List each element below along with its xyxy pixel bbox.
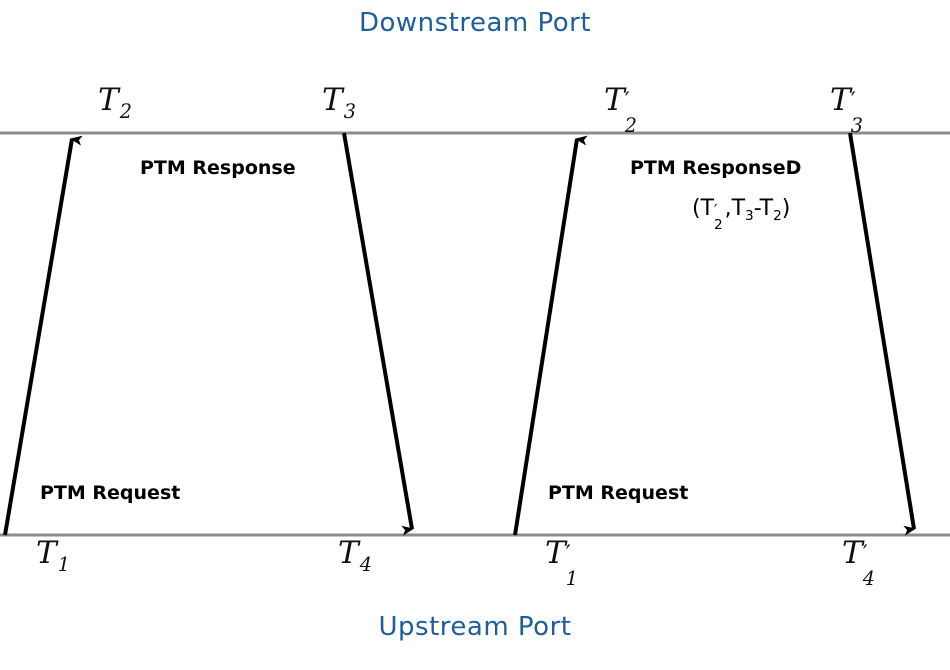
timestamp-t1-subscript: 1 xyxy=(57,553,70,577)
formula-comma: , xyxy=(724,196,732,221)
formula-t2prime-mark: ′ xyxy=(714,200,718,219)
formula-t2prime-subscript: 2 xyxy=(714,216,723,233)
ptm-responsed-formula: (T′2,T3-T2) xyxy=(692,196,791,232)
timestamp-t2-prime-subscript: 2 xyxy=(624,113,637,137)
ptm-request-arrow-2 xyxy=(513,135,588,536)
timestamp-t4-subscript: 4 xyxy=(359,553,372,577)
timestamp-t1-prime-subscript: 1 xyxy=(565,566,578,590)
timestamp-t4-prime-mark: ′ xyxy=(862,541,868,568)
timestamp-t3-subscript: 3 xyxy=(343,100,356,124)
ptm-responsed-arrow-2 xyxy=(848,132,916,536)
formula-close-paren: ) xyxy=(781,196,791,221)
timestamp-t3-prime: T′3 xyxy=(830,82,867,135)
formula-open-paren: ( xyxy=(692,196,701,221)
formula-t3-base: T xyxy=(731,196,746,221)
ptm-responsed-label-2: PTM ResponseD xyxy=(630,157,802,179)
timestamp-t4-prime-subscript: 4 xyxy=(862,566,875,590)
timestamp-t1-prime: T′1 xyxy=(545,535,582,588)
timestamp-t4: T4 xyxy=(338,535,372,577)
timestamp-t3-base: T xyxy=(322,82,343,118)
timestamp-t1-prime-base: T xyxy=(545,535,566,571)
timestamp-t3: T3 xyxy=(322,82,356,124)
formula-minus: - xyxy=(753,196,760,221)
ptm-response-arrow-1 xyxy=(342,132,414,536)
timestamp-t2-subscript: 2 xyxy=(119,100,132,124)
timestamp-t2-prime: T′2 xyxy=(604,82,641,135)
timestamp-t3-prime-mark: ′ xyxy=(850,88,856,115)
timestamp-t2-prime-base: T xyxy=(604,82,625,118)
formula-t2-subscript: 2 xyxy=(773,208,782,225)
timestamp-t4-prime: T′4 xyxy=(842,535,879,588)
downstream-port-title: Downstream Port xyxy=(358,8,592,38)
ptm-request-arrow-1 xyxy=(3,135,83,536)
ptm-request-label-1: PTM Request xyxy=(40,482,181,504)
timestamp-t2: T2 xyxy=(98,82,132,124)
timestamp-t1-base: T xyxy=(36,535,57,571)
timestamp-t1-prime-mark: ′ xyxy=(565,541,571,568)
timestamp-t1: T1 xyxy=(36,535,70,577)
upstream-port-title: Upstream Port xyxy=(378,612,572,642)
formula-t2-base: T xyxy=(759,196,774,221)
ptm-request-label-2: PTM Request xyxy=(548,482,689,504)
timestamp-t4-base: T xyxy=(338,535,359,571)
timestamp-t2-base: T xyxy=(98,82,119,118)
timestamp-t3-prime-subscript: 3 xyxy=(850,113,863,137)
ptm-response-label-1: PTM Response xyxy=(140,157,296,179)
timestamp-t3-prime-base: T xyxy=(830,82,851,118)
formula-t2prime-base: T xyxy=(700,196,715,221)
timestamp-t2-prime-mark: ′ xyxy=(624,88,630,115)
timestamp-t4-prime-base: T xyxy=(842,535,863,571)
formula-t3-subscript: 3 xyxy=(745,208,754,225)
